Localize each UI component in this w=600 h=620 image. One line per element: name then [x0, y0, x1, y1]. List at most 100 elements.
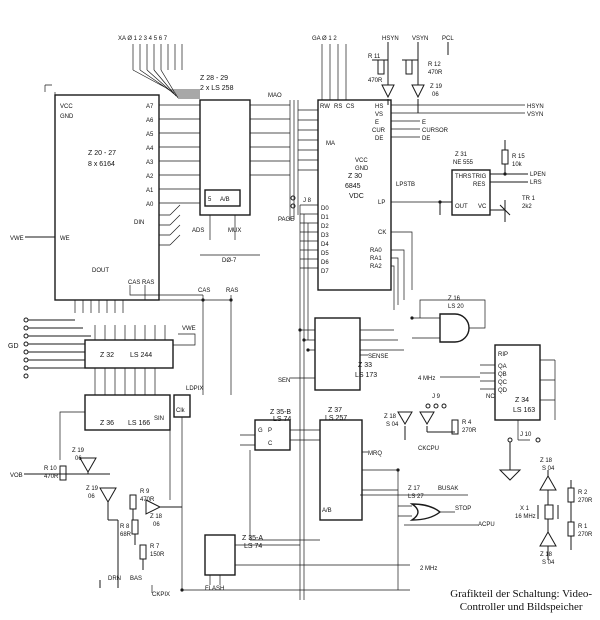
- ads-label: ADS: [192, 228, 204, 234]
- ram-cas: CAS: [128, 280, 140, 286]
- caption-line-2: Controller und Bildspeicher: [459, 601, 583, 613]
- z35b-g: G: [258, 428, 263, 434]
- r4-value: 270R: [462, 428, 477, 434]
- d07-label: DØ-7: [222, 258, 237, 264]
- z35b-type: LS 74: [273, 416, 291, 423]
- z33-name: Z 33: [358, 362, 372, 369]
- ram-a1: A1: [146, 188, 154, 194]
- z37-wires: [240, 345, 398, 600]
- timer-type: NE 555: [453, 160, 474, 166]
- ram-type: 8 x 6164: [88, 161, 115, 168]
- z16-gate: [439, 313, 470, 343]
- z16-name: Z 16: [448, 296, 461, 302]
- z36-chip: [84, 394, 171, 431]
- vdc-ra0: RA0: [370, 248, 382, 254]
- z35a-name: Z 35-A: [242, 535, 263, 542]
- z18d-name: Z 18: [540, 458, 553, 464]
- vdc-ck: CK: [378, 230, 386, 236]
- z35a-type: LS 74: [244, 543, 262, 550]
- r8-value: 68R: [120, 532, 132, 538]
- j8-pin: [290, 203, 296, 209]
- r15-label: R 15: [512, 154, 525, 160]
- mux-type: 2 x LS 258: [200, 85, 234, 92]
- z32-type: LS 244: [130, 352, 152, 359]
- vdc-lp: LP: [378, 200, 385, 206]
- mux-5: 5: [208, 197, 212, 203]
- vdc-d4: D4: [321, 242, 329, 248]
- r15-value: 10k: [512, 162, 523, 168]
- ga-bus-wires: [321, 44, 347, 100]
- mrq-label: MRQ: [368, 451, 382, 457]
- vdc-gnd: GND: [355, 166, 369, 172]
- z17-name: Z 17: [408, 486, 421, 492]
- cas-ras-wires: [129, 285, 232, 395]
- z18d-type: S 04: [542, 466, 555, 472]
- ram-vcc: VCC: [60, 104, 73, 110]
- tr1-value: 2k2: [522, 204, 532, 210]
- ram-ras: RAS: [142, 280, 154, 286]
- z35b-chip: [254, 419, 291, 451]
- j8-label: J 8: [303, 198, 312, 204]
- xa-bus-label: XA Ø 1 2 3 4 5 6 7: [118, 36, 168, 42]
- vdc-d3: D3: [321, 233, 329, 239]
- vdc-hs: HS: [375, 104, 383, 110]
- z36-name: Z 36: [100, 420, 114, 427]
- ram-a3: A3: [146, 160, 154, 166]
- caption-line-1: Grafikteil der Schaltung: Video-: [450, 588, 592, 600]
- r10-value: 470R: [44, 474, 59, 480]
- ram-a0: A0: [146, 202, 154, 208]
- z36-clk: Clk: [176, 408, 186, 414]
- z37-type: LS 257: [325, 415, 347, 422]
- vdc-type: 6845: [345, 183, 361, 190]
- z37-chip: [319, 419, 363, 521]
- lpen-label: LPEN: [530, 172, 546, 178]
- r1-label: R 1: [578, 524, 588, 530]
- crystal-name: X 1: [520, 506, 530, 512]
- timer-vc: VC: [478, 204, 487, 210]
- crystal-value: 16 MHz: [515, 514, 536, 520]
- vdc-d1: D1: [321, 215, 329, 221]
- timer-wires: [439, 140, 528, 222]
- z18b-name: Z 19: [72, 448, 85, 454]
- r2-value: 270R: [578, 498, 593, 504]
- mux-name: Z 28 - 29: [200, 75, 228, 82]
- gd-label: GD: [8, 343, 19, 350]
- z37-ab: A/B: [322, 508, 332, 514]
- ga-bus-label: GA Ø 1 2: [312, 36, 337, 42]
- z19b-name: Z 19: [86, 486, 99, 492]
- z18c-name: Z 18: [150, 514, 163, 520]
- xa-bus-wires: [132, 44, 200, 99]
- z18-name: Z 18: [384, 414, 397, 420]
- oscillator: [537, 470, 575, 560]
- vdc-d0: D0: [321, 206, 329, 212]
- j9-label: J 9: [432, 394, 441, 400]
- z34-type: LS 163: [513, 407, 535, 414]
- timer-thrs: THRS: [455, 174, 471, 180]
- ram-gnd: GND: [60, 114, 74, 120]
- gd-inputs: [23, 317, 123, 379]
- ram-a6: A6: [146, 118, 154, 124]
- vdc-vs: VS: [375, 112, 383, 118]
- ram-a2: A2: [146, 174, 154, 180]
- ram-address-wires: [44, 84, 200, 313]
- z17-wires: [360, 470, 478, 590]
- vdc-wires: [298, 104, 525, 350]
- z33-type: LS 173: [355, 372, 377, 379]
- ckpix-wire: [151, 585, 410, 593]
- z16-type: LS 20: [448, 304, 464, 310]
- z37-name: Z 37: [328, 407, 342, 414]
- r7-label: R 7: [150, 544, 160, 550]
- bas-label: BAS: [130, 576, 142, 582]
- z19-name: Z 19: [430, 84, 443, 90]
- z18b-type: 06: [75, 456, 82, 462]
- z16-wires: [412, 299, 486, 339]
- lrs-label: LRS: [530, 180, 542, 186]
- mao-label: MAO: [268, 93, 282, 99]
- ram-a4: A4: [146, 146, 154, 152]
- vsyn-top-label: VSYN: [412, 36, 428, 42]
- stop-label: STOP: [455, 506, 471, 512]
- j10-label: J 10: [520, 432, 532, 438]
- z34-nc: NC: [486, 394, 495, 400]
- j8-pin: [290, 195, 296, 201]
